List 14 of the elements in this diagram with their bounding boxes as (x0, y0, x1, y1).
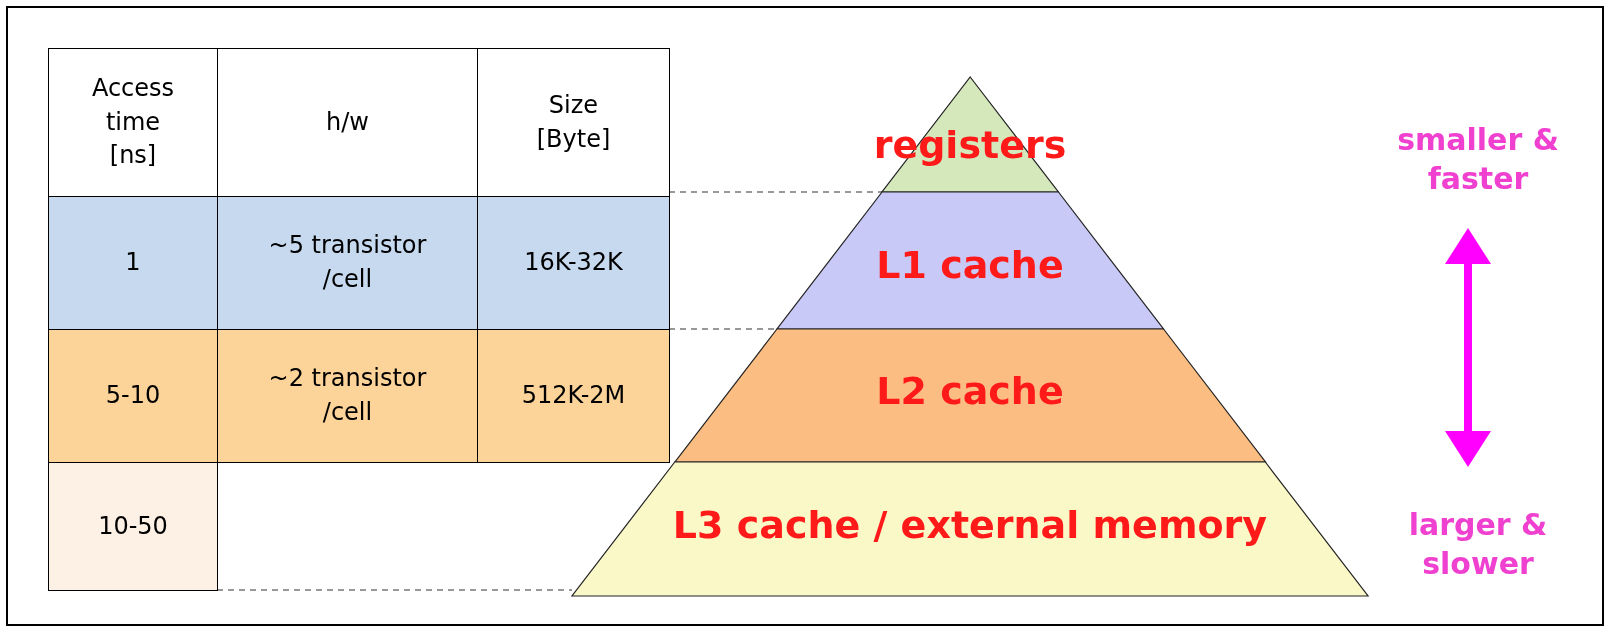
layer-label: L3 cache / external memory (672, 503, 1268, 547)
table-cell: 512K-2M (477, 329, 670, 463)
table-cell: 10-50 (48, 462, 218, 591)
note: larger & slower (1407, 506, 1549, 583)
table-cell: 16K-32K (477, 196, 670, 330)
note: smaller & faster (1396, 121, 1560, 198)
header-cell: Access time [ns] (48, 48, 218, 197)
table-cell: ~2 transistor /cell (217, 329, 478, 463)
header-cell: Size [Byte] (477, 48, 670, 197)
layer-label: L1 cache (876, 243, 1064, 287)
layer-label: L2 cache (876, 369, 1064, 413)
table-cell: 1 (48, 196, 218, 330)
table-cell: 5-10 (48, 329, 218, 463)
table-cell: ~5 transistor /cell (217, 196, 478, 330)
